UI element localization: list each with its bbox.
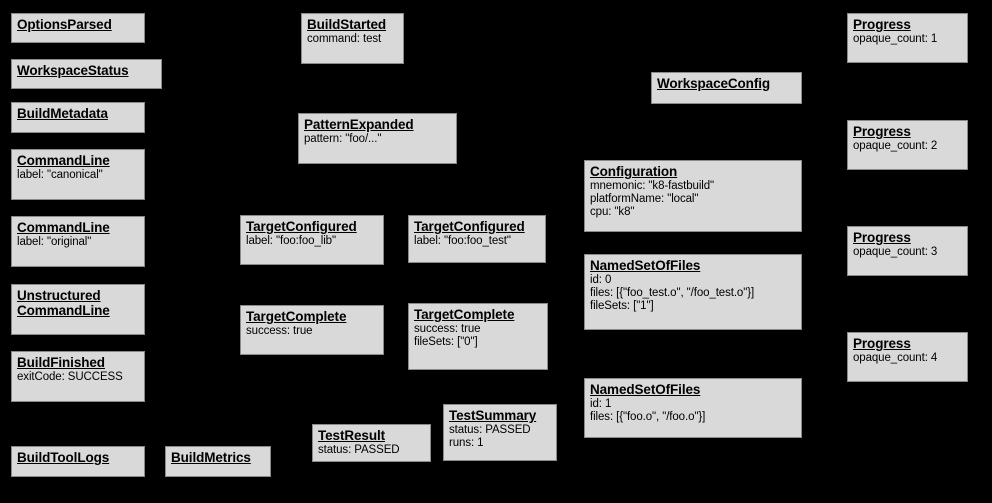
event-node-field: pattern: "foo/...": [304, 133, 382, 146]
event-node-title: CommandLine: [17, 153, 110, 168]
event-node-title: BuildFinished: [17, 355, 105, 370]
event-node-field: fileSets: ["0"]: [414, 335, 478, 348]
event-node-fields: label: "original": [17, 236, 140, 249]
event-node-title: TargetComplete: [246, 309, 347, 324]
event-node-title: TargetComplete: [414, 307, 515, 322]
event-node-field: success: true: [414, 323, 481, 336]
event-node-field: platformName: "local": [590, 192, 699, 205]
event-node-title: CommandLine: [17, 220, 110, 235]
event-node-field: exitCode: SUCCESS: [17, 371, 123, 384]
event-node-fields: label: "canonical": [17, 169, 140, 182]
event-node-title: TargetConfigured: [414, 219, 525, 234]
event-node-title: Progress: [853, 17, 911, 32]
event-node-options-parsed[interactable]: OptionsParsed: [11, 13, 145, 43]
event-node-title: TestSummary: [449, 408, 537, 423]
event-node-fields: opaque_count: 1: [853, 33, 963, 46]
event-node-field: success: true: [246, 325, 313, 338]
event-node-title: Progress: [853, 230, 911, 245]
event-node-field: opaque_count: 4: [853, 352, 938, 365]
event-node-field: fileSets: ["1"]: [590, 299, 654, 312]
event-node-title: TestResult: [318, 428, 386, 443]
event-node-field: label: "foo:foo_test": [414, 235, 511, 248]
event-node-field: opaque_count: 1: [853, 33, 938, 46]
event-node-title: NamedSetOfFiles: [590, 382, 701, 397]
event-node-fields: mnemonic: "k8-fastbuild"platformName: "l…: [590, 180, 797, 219]
event-node-field: id: 1: [590, 398, 612, 411]
event-node-workspace-config[interactable]: WorkspaceConfig: [651, 72, 802, 104]
event-node-fields: opaque_count: 2: [853, 140, 963, 153]
event-node-build-metadata[interactable]: BuildMetadata: [11, 102, 145, 133]
event-node-field: opaque_count: 2: [853, 140, 938, 153]
event-node-title: BuildMetadata: [17, 106, 108, 121]
event-node-title: NamedSetOfFiles: [590, 258, 701, 273]
event-node-field: files: [{"foo_test.o", "/foo_test.o"}]: [590, 286, 755, 299]
event-node-title: PatternExpanded: [304, 117, 414, 132]
event-node-workspace-status[interactable]: WorkspaceStatus: [11, 59, 162, 89]
event-node-field: command: test: [307, 33, 382, 46]
event-node-field: cpu: "k8": [590, 205, 635, 218]
event-node-field: runs: 1: [449, 436, 484, 449]
event-node-fields: command: test: [307, 33, 399, 46]
event-node-title: WorkspaceConfig: [657, 76, 771, 91]
event-node-field: status: PASSED: [318, 444, 400, 457]
event-node-field: label: "foo:foo_lib": [246, 235, 336, 248]
event-node-build-tool-logs[interactable]: BuildToolLogs: [11, 446, 145, 477]
event-node-field: mnemonic: "k8-fastbuild": [590, 180, 715, 193]
event-node-field: label: "canonical": [17, 169, 103, 182]
event-node-title: BuildStarted: [307, 17, 387, 32]
event-node-fields: label: "foo:foo_test": [414, 235, 541, 248]
event-node-title: WorkspaceStatus: [17, 63, 129, 78]
event-node-title: TargetConfigured: [246, 219, 357, 234]
event-node-fields: pattern: "foo/...": [304, 133, 452, 146]
event-node-title: Configuration: [590, 164, 678, 179]
event-node-title: Progress: [853, 124, 911, 139]
event-node-fields: status: PASSED: [318, 444, 426, 457]
event-node-field: id: 0: [590, 274, 612, 287]
event-node-title: Progress: [853, 336, 911, 351]
event-node-fields: opaque_count: 4: [853, 352, 963, 365]
event-node-fields: success: true: [246, 325, 379, 338]
event-node-fields: exitCode: SUCCESS: [17, 371, 140, 384]
event-node-fields: opaque_count: 3: [853, 246, 963, 259]
event-node-build-metrics[interactable]: BuildMetrics: [165, 446, 271, 477]
event-node-field: label: "original": [17, 236, 92, 249]
event-node-fields: label: "foo:foo_lib": [246, 235, 379, 248]
event-node-title: BuildMetrics: [171, 450, 251, 465]
event-node-unstructured-command-line[interactable]: Unstructured CommandLine: [11, 284, 145, 335]
event-node-field: files: [{"foo.o", "/foo.o"}]: [590, 410, 706, 423]
event-node-field: opaque_count: 3: [853, 246, 938, 259]
event-node-field: status: PASSED: [449, 424, 531, 437]
event-node-title: OptionsParsed: [17, 17, 112, 32]
event-node-title: Unstructured CommandLine: [17, 288, 110, 319]
event-node-title: BuildToolLogs: [17, 450, 110, 465]
